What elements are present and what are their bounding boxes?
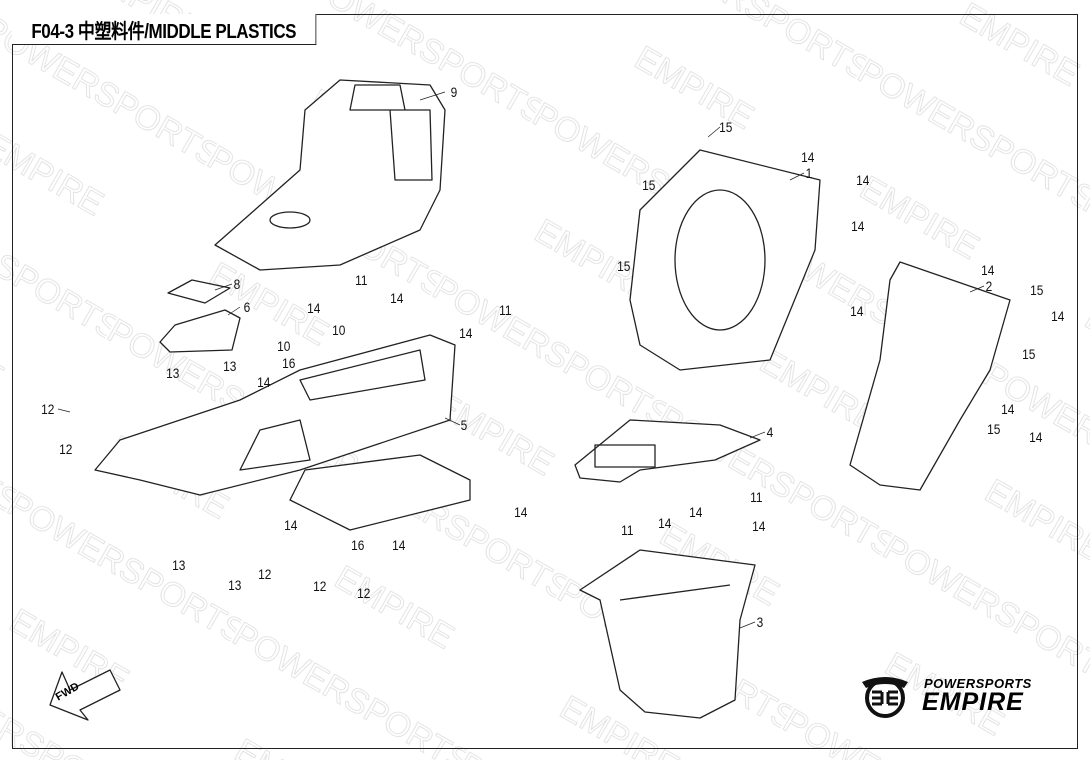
callout: 5 (460, 417, 468, 433)
part-5-detail (239, 349, 426, 471)
callout: 15 (719, 119, 733, 135)
part-1-rear-panel (629, 149, 821, 371)
callout: 1 (805, 165, 813, 181)
logo-line2: EMPIRE (922, 688, 1024, 716)
callout: 4 (766, 424, 774, 440)
logo-line1: POWERSPORTS (924, 676, 1032, 691)
callout: 9 (450, 84, 458, 100)
callout: 14 (392, 537, 406, 553)
callout: 13 (223, 358, 237, 374)
part-8 (167, 279, 231, 304)
part-5-floor (94, 334, 456, 496)
callout: 14 (752, 518, 766, 534)
callout: 2 (985, 278, 993, 294)
lower-skid-panel (289, 454, 471, 531)
callout: 14 (514, 504, 528, 520)
callout: 11 (499, 302, 512, 318)
callout: 14 (851, 218, 865, 234)
callout: 14 (658, 515, 672, 531)
callout: 12 (41, 401, 55, 417)
callout: 15 (1030, 282, 1044, 298)
callout: 14 (1029, 429, 1043, 445)
callout: 14 (257, 374, 271, 390)
fwd-arrow-icon (49, 669, 121, 721)
callout: 13 (228, 577, 242, 593)
callout: 14 (459, 325, 473, 341)
callout: 14 (689, 504, 703, 520)
callout: 11 (355, 272, 368, 288)
callout: 11 (750, 489, 763, 505)
callout: 12 (357, 585, 371, 601)
leader-lines (57, 91, 985, 629)
callout: 12 (258, 566, 272, 582)
callout: 10 (332, 322, 346, 338)
callout: 16 (282, 355, 296, 371)
callout: 8 (233, 276, 241, 292)
callout: 14 (856, 172, 870, 188)
callout: 11 (621, 522, 634, 538)
callout: 14 (307, 300, 321, 316)
callout: 6 (243, 299, 251, 315)
callout: 15 (617, 258, 631, 274)
part-3-storage-box (579, 549, 756, 719)
callout: 3 (756, 614, 764, 630)
callout: 14 (850, 303, 864, 319)
callout: 14 (284, 517, 298, 533)
callout: 15 (987, 421, 1001, 437)
brand-logo: POWERSPORTS EMPIRE (860, 670, 1060, 720)
callout: 15 (1022, 346, 1036, 362)
cup-holder (269, 211, 311, 229)
part-6 (159, 309, 241, 353)
callout: 14 (801, 149, 815, 165)
callout: 14 (981, 262, 995, 278)
empire-wings-icon (862, 677, 908, 718)
part-4-detail (594, 444, 656, 468)
part-9-console-cover (214, 79, 446, 271)
callout: 10 (277, 338, 291, 354)
callout: 15 (642, 177, 656, 193)
callout: 16 (351, 537, 365, 553)
callout: 12 (313, 578, 327, 594)
page-title: F04-3 中塑料件/MIDDLE PLASTICS (12, 14, 317, 45)
callout: 12 (59, 441, 73, 457)
part-2-side-panel (849, 261, 1011, 491)
part-3-detail (619, 584, 731, 601)
callout: 14 (1001, 401, 1015, 417)
callout: 13 (166, 365, 180, 381)
callout: 14 (1051, 308, 1065, 324)
part-9-detail (349, 84, 433, 181)
part-1-detail (674, 189, 766, 331)
callout: 13 (172, 557, 186, 573)
drawing-frame (12, 14, 1078, 749)
callout: 14 (390, 290, 404, 306)
